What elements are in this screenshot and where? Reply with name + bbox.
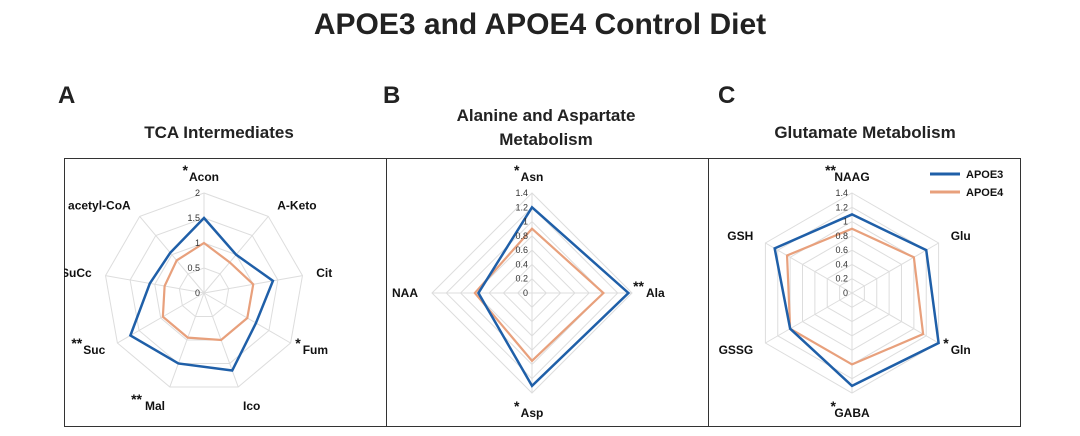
spoke-acetyl-coa (139, 216, 205, 294)
panel-b-title-line-1: Alanine and Aspartate (456, 106, 636, 125)
grid-ring-4 (104, 192, 304, 388)
panel-b-title-line-2: Metabolism (499, 130, 593, 149)
panel-c-title: Glutamate Metabolism (710, 121, 1020, 145)
axis-label-succ: SuCc (64, 266, 92, 280)
tick-label: 1 (523, 217, 528, 227)
axis-label-ico: Ico (243, 399, 260, 413)
tick-label: 0.6 (835, 245, 848, 255)
spoke-mal (169, 292, 205, 388)
legend-label-apoe3: APOE3 (966, 169, 1003, 181)
axis-label-gaba: GABA (834, 406, 870, 420)
axis-label-cit: Cit (316, 266, 332, 280)
tick-label: 2 (195, 188, 200, 198)
panel-c-frame (708, 158, 1021, 427)
significance-naag: ** (825, 162, 836, 178)
significance-gln: * (943, 335, 949, 351)
tick-label: 0 (523, 288, 528, 298)
panel-b-letter: B (383, 82, 401, 109)
tick-label: 0 (195, 288, 200, 298)
panel-c-title-line: Glutamate Metabolism (774, 123, 956, 142)
grid-ring-3 (129, 217, 279, 364)
axis-label-asp: Asp (521, 406, 544, 420)
significance-asn: * (514, 162, 520, 178)
tick-label: 0.2 (515, 274, 528, 284)
spoke-gln (851, 292, 939, 344)
tick-label: 1.2 (515, 202, 528, 212)
axis-label-naag: NAAG (834, 170, 869, 184)
tick-label: 0 (843, 288, 848, 298)
axis-label-mal: Mal (145, 399, 165, 413)
significance-mal: ** (131, 391, 142, 407)
significance-gaba: * (831, 398, 837, 414)
tick-label: 0.4 (515, 259, 528, 269)
axis-label-ala: Ala (646, 286, 665, 300)
tick-label: 1.5 (187, 213, 200, 223)
grid-ring-1 (178, 267, 230, 317)
series-apoe4 (785, 227, 925, 366)
tca-radar-chart: 00.511.52Acon*A-KetoCitFum*IcoMal**Suc**… (64, 162, 332, 413)
tick-label: 0.8 (515, 231, 528, 241)
axis-label-gln: Gln (951, 343, 971, 357)
significance-fum: * (295, 335, 301, 351)
significance-ala: ** (633, 278, 644, 294)
significance-suc: ** (71, 335, 82, 351)
tick-label: 0.4 (835, 259, 848, 269)
axis-label-glu: Glu (951, 229, 971, 243)
tick-label: 0.8 (835, 231, 848, 241)
legend-label-apoe4: APOE4 (966, 187, 1004, 199)
series-apoe3 (128, 216, 275, 372)
panel-a-letter: A (58, 82, 76, 109)
tick-label: 1.4 (515, 188, 528, 198)
panel-b-title: Alanine and Aspartate Metabolism (386, 104, 706, 152)
glutamate-radar-chart: 00.20.40.60.811.21.4NAAG**GluGln*GABA*GS… (719, 162, 1005, 420)
axis-label-gssg: GSSG (719, 343, 754, 357)
tick-label: 1.4 (835, 188, 848, 198)
spoke-gsh (765, 242, 853, 294)
series-apoe4 (161, 241, 255, 342)
tick-label: 0.2 (835, 274, 848, 284)
axis-label-asn: Asn (521, 170, 544, 184)
tick-label: 1.2 (835, 202, 848, 212)
axis-label-fum: Fum (303, 343, 328, 357)
spoke-glu (851, 242, 939, 294)
series-apoe3 (476, 205, 631, 388)
tick-label: 0.6 (515, 245, 528, 255)
significance-asp: * (514, 398, 520, 414)
figure-title: APOE3 and APOE4 Control Diet (313, 8, 767, 41)
tick-label: 1 (843, 217, 848, 227)
grid-ring-2 (154, 242, 254, 341)
spoke-succ (105, 275, 205, 294)
axis-label-acon: Acon (189, 170, 219, 184)
significance-acon: * (183, 162, 189, 178)
axis-label-a-keto: A-Keto (277, 199, 316, 213)
axis-label-gsh: GSH (727, 229, 753, 243)
spoke-gssg (765, 292, 853, 344)
axis-label-naa: NAA (392, 286, 418, 300)
tick-label: 0.5 (187, 263, 200, 273)
axis-label-suc: Suc (83, 343, 105, 357)
panel-c-letter: C (718, 82, 736, 109)
panel-a-title: TCA Intermediates (64, 121, 374, 145)
tick-label: 1 (195, 238, 200, 248)
axis-label-acetyl-coa: acetyl-CoA (68, 199, 131, 213)
panel-a-title-line: TCA Intermediates (144, 123, 294, 142)
series-apoe3 (773, 213, 940, 388)
series-apoe4 (473, 227, 606, 363)
